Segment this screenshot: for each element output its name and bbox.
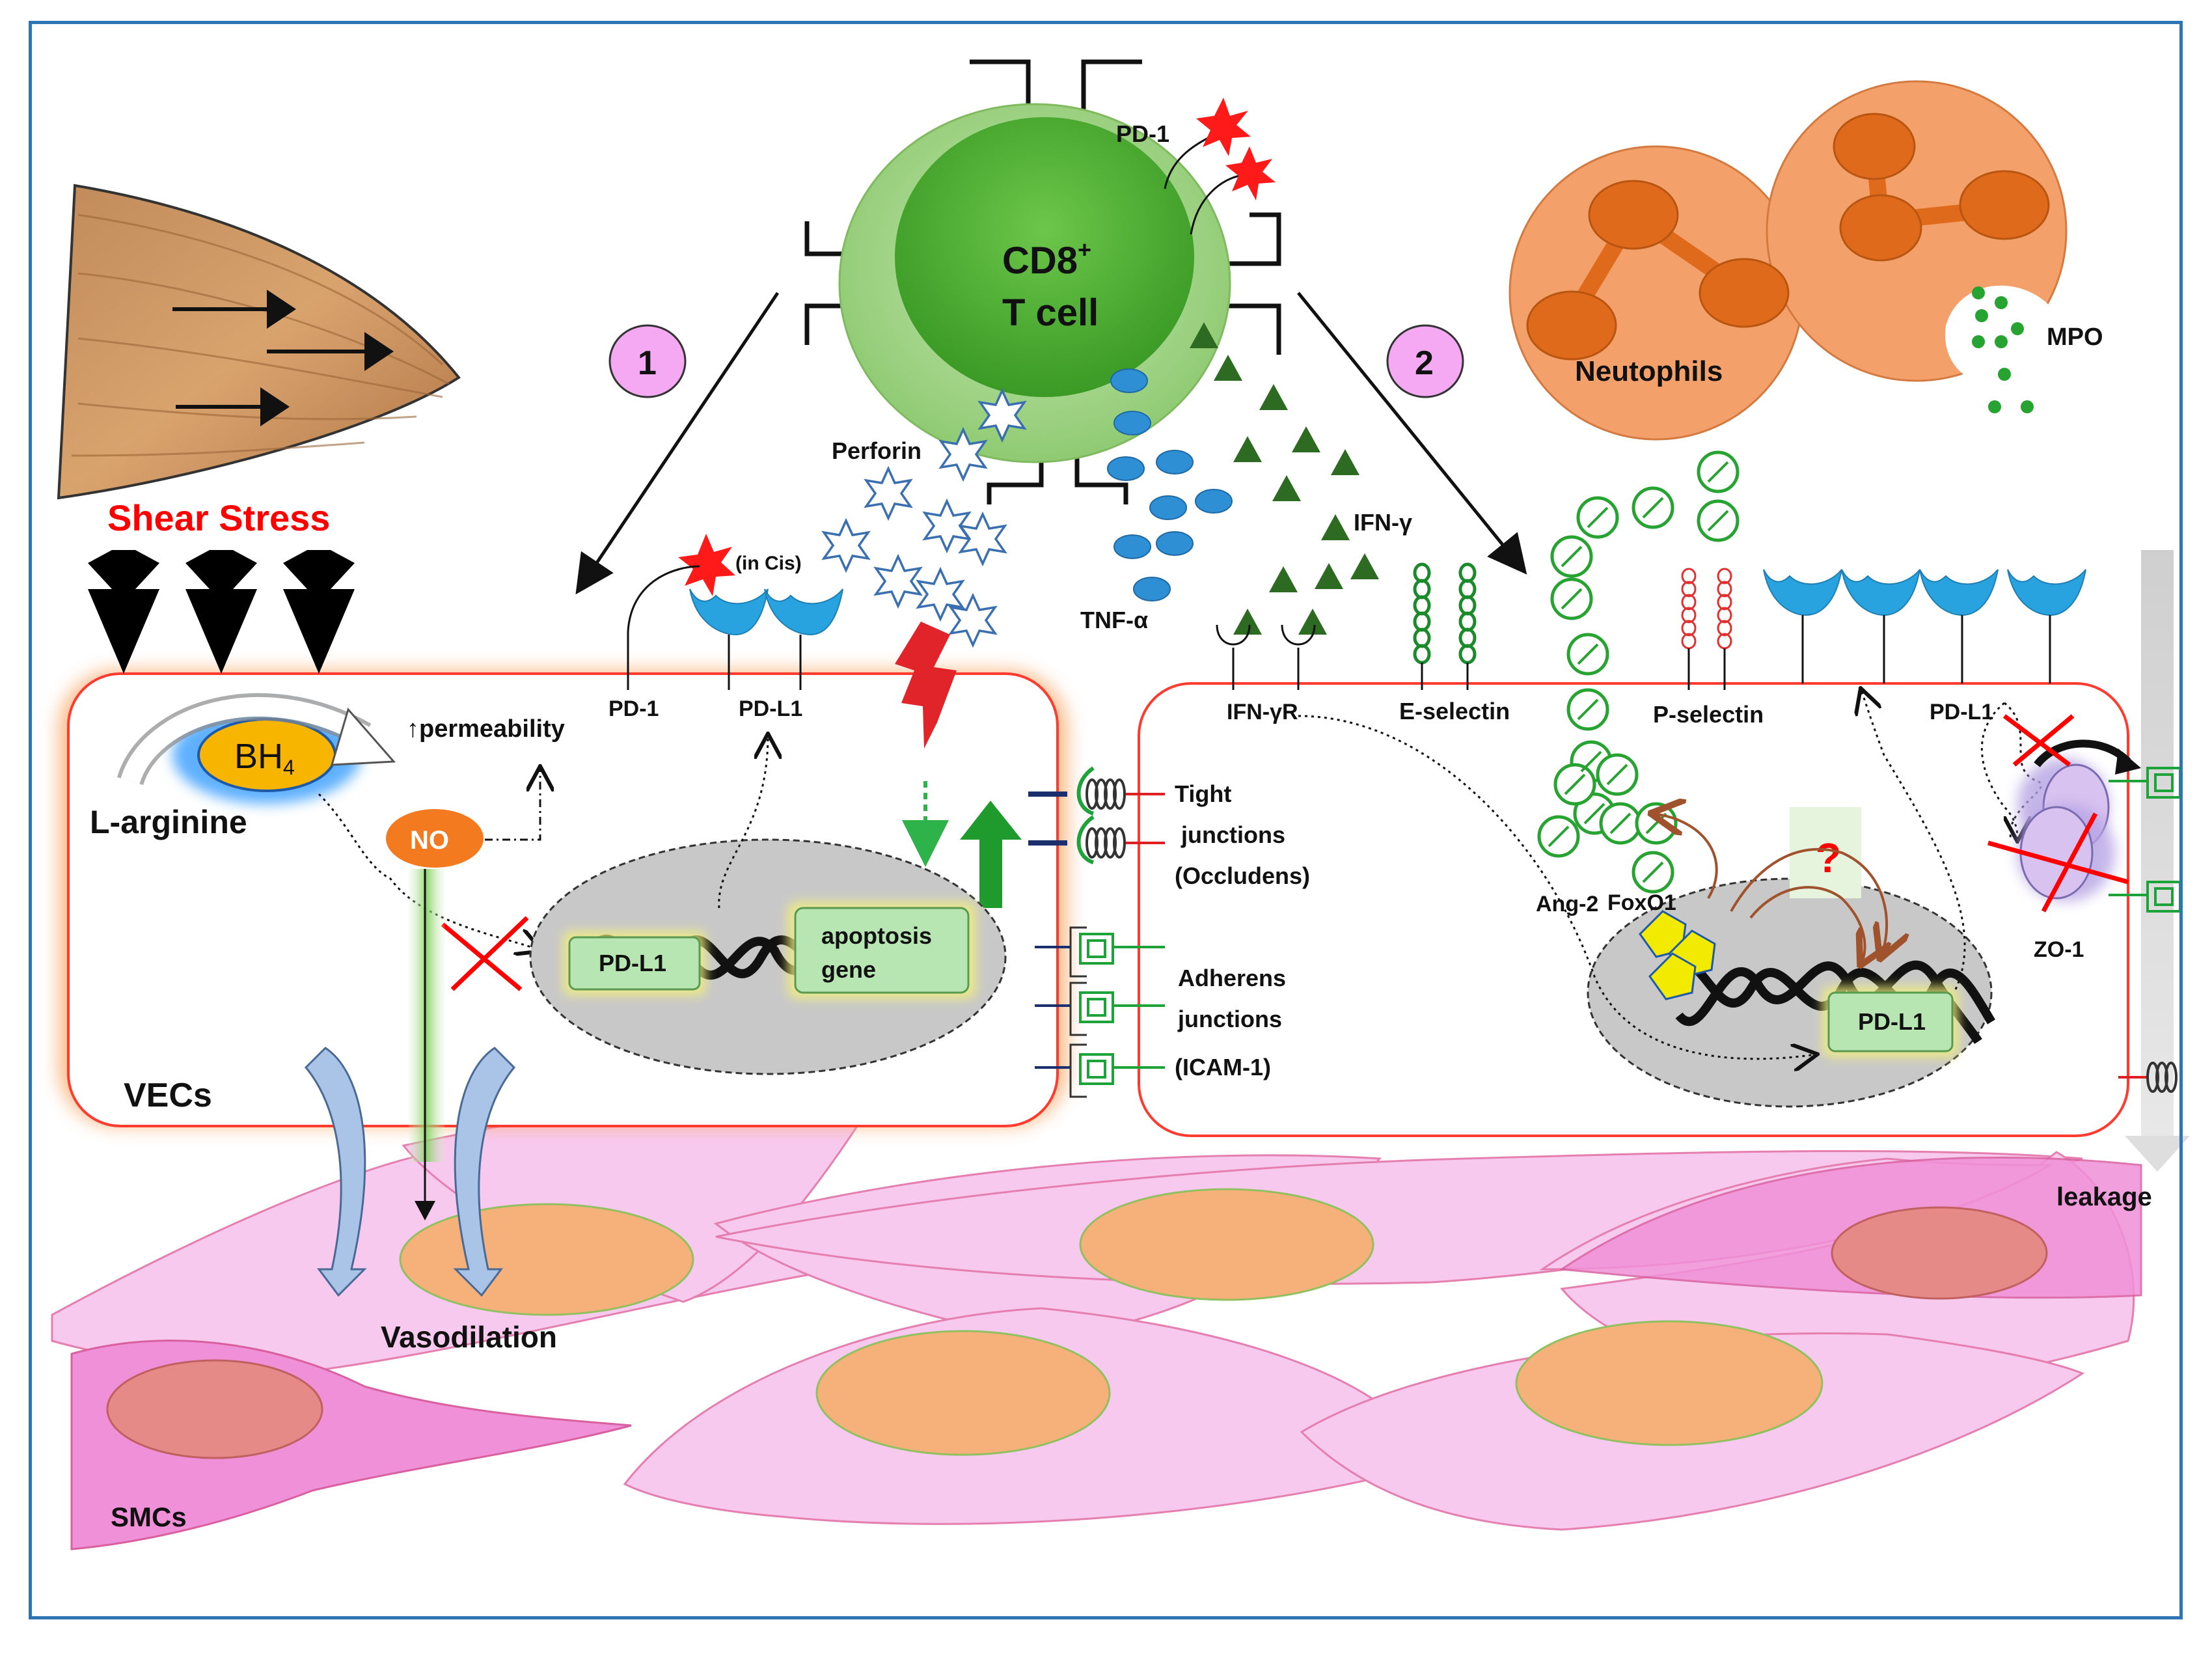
arrow-to-right-cell (1297, 292, 1527, 575)
vecs-label: VECs (124, 1077, 212, 1114)
pd1-top-label: PD-1 (1116, 120, 1169, 147)
l-arginine-label: L-arginine (90, 804, 247, 840)
in-cis-star (678, 534, 735, 596)
arrow-right-icon (176, 387, 290, 426)
mpo-label: MPO (2047, 323, 2103, 351)
down-arrow-icon (283, 550, 355, 674)
shear-stress-label: Shear Stress (107, 497, 330, 538)
step-2-label: 2 (1415, 344, 1434, 382)
ang2-label: Ang-2 (1536, 892, 1598, 916)
lightning-icon (895, 622, 957, 749)
down-arrow-icon (185, 550, 257, 674)
star-icon (1225, 146, 1276, 200)
arrow-right-icon (267, 332, 394, 371)
star-icon (1196, 98, 1251, 156)
p-selectin-molecules (1681, 568, 1732, 690)
step-1-badge (608, 324, 687, 398)
zo1-label: ZO-1 (2034, 937, 2084, 962)
vasodilation-arrows (304, 1047, 516, 1297)
question-label: ? (1816, 834, 1841, 881)
bh4-blob (172, 706, 361, 804)
pdl1-right-receptors (1763, 569, 2086, 616)
foxo1-regulation-arrows (1653, 814, 1887, 963)
ifn-gamma-label: IFN-γ (1354, 509, 1412, 536)
tight-junctions-label-1: Tight (1175, 780, 1231, 807)
pdl1-gene-left (563, 931, 706, 996)
leakage-arrow (2125, 550, 2190, 1172)
arrow-to-left-cell (575, 292, 780, 595)
tnf-alpha-label: TNF-α (1080, 607, 1148, 633)
smcs-label: SMCs (111, 1502, 187, 1532)
apoptosis-gene-box (787, 901, 976, 999)
tight-junctions (1028, 766, 1165, 864)
t-cell-label: T cell (1002, 292, 1099, 334)
pdl1-left-label: PD-L1 (739, 696, 802, 721)
question-box (1790, 807, 1861, 898)
foxo1-proteins (1639, 910, 1716, 1000)
pdl1-left-receptors (689, 588, 843, 690)
adherens-junctions (1035, 926, 1165, 1098)
adherens-label-1: Adherens (1178, 965, 1286, 991)
ifn-gamma-r-label: IFN-γR (1227, 700, 1298, 724)
ang2-granule-stripes (1548, 461, 1729, 883)
down-arrow-icon (88, 550, 159, 674)
step-2-badge (1386, 324, 1464, 398)
star-icon (678, 534, 735, 596)
pdl1-right-top-label: PD-L1 (1930, 700, 1993, 724)
leakage-label: leakage (2056, 1183, 2152, 1211)
arrow-right-icon (172, 290, 296, 329)
neutrophils-label: Neutophils (1575, 355, 1723, 387)
in-cis-label: (in Cis) (735, 553, 802, 574)
tight-junctions-label-3: (Occludens) (1175, 862, 1310, 889)
neutrophils (1509, 80, 2068, 441)
e-selectin-molecules (1413, 562, 1477, 690)
vasodilation-label: Vasodilation (381, 1320, 557, 1354)
adherens-label-2: junctions (1177, 1006, 1282, 1032)
shear-stress-arrows (88, 550, 355, 674)
ifn-gamma-particles (1190, 322, 1379, 635)
zo1-proteins (2017, 739, 2141, 901)
tight-junctions-label-2: junctions (1181, 821, 1285, 848)
bh4-label: BH4 (234, 737, 295, 779)
tnf-alpha-particles (1107, 368, 1233, 601)
apoptosis-label-2: gene (821, 956, 876, 983)
shear-flow-wedge (57, 184, 461, 500)
perforin-label: Perforin (832, 437, 922, 464)
no-badge (386, 809, 484, 868)
up-arrow-icon (960, 801, 1022, 908)
e-selectin-label: E-selectin (1399, 698, 1510, 724)
p-selectin-label: P-selectin (1653, 701, 1764, 728)
adherens-label-3: (ICAM-1) (1175, 1054, 1271, 1080)
pd1-left-label: PD-1 (608, 696, 659, 721)
permeability-label: ↑permeability (407, 715, 565, 743)
no-green-beam (409, 869, 444, 1162)
perforin-granules (821, 387, 1027, 648)
apoptosis-label-1: apoptosis (821, 922, 932, 949)
pdl1-gene-right (1822, 986, 1959, 1058)
cross-icon (2002, 714, 2075, 767)
pdl1-nucleus-right-label: PD-L1 (1858, 1008, 1926, 1035)
cross-icon (1987, 812, 2129, 913)
pdl1-nucleus-left-label: PD-L1 (599, 950, 666, 976)
ifn-gamma-receptors (1216, 624, 1316, 690)
cd8-label: CD8+ (1002, 236, 1091, 282)
figure-frame (29, 21, 2183, 1619)
no-label: NO (410, 826, 449, 855)
foxo1-label: FoxO1 (1607, 890, 1676, 915)
cross-icon (441, 916, 529, 991)
step-1-label: 1 (638, 344, 657, 382)
